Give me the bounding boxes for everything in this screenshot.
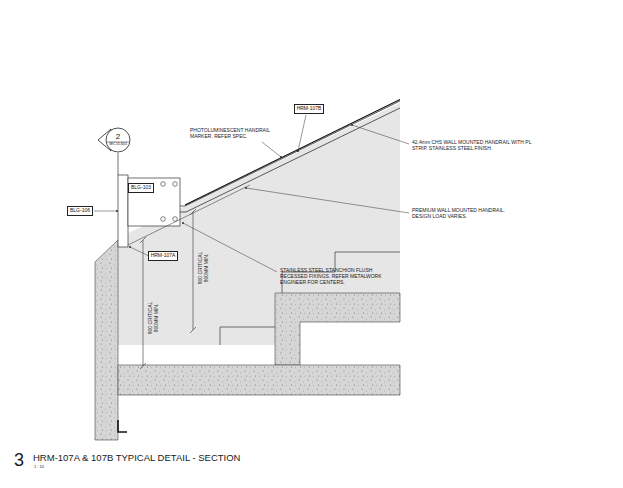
dimension-lines — [140, 209, 196, 369]
tag-code: BLG-103 — [131, 185, 151, 191]
marker-circle — [106, 128, 130, 152]
note-text: STAINLESS STEEL STANCHION FLUSH RECESSED… — [280, 268, 392, 285]
tag-code: BLG-106 — [70, 208, 90, 214]
section-cut-end — [118, 420, 127, 432]
dimension-text: 900MM MIN. — [153, 304, 158, 333]
section-cut-line — [118, 153, 119, 175]
scale-text: 1 : 10 — [34, 465, 44, 470]
section-marker: 2SEC-53-3001 — [105, 127, 131, 153]
stair-steps — [220, 252, 400, 345]
tag-box: HRM-107B — [294, 104, 325, 114]
section-number: 2 — [116, 133, 120, 141]
bolt-holes — [161, 182, 178, 222]
wall-bracket — [118, 175, 128, 247]
concrete-flight — [275, 293, 400, 365]
leader-dots — [116, 124, 353, 248]
tag-code: HRM-107B — [297, 106, 322, 112]
bracket-plate — [128, 178, 180, 226]
note-text: PREMIUM WALL MOUNTED HANDRAIL. DESIGN LO… — [412, 208, 524, 220]
tag-box: HRM-107A — [148, 251, 179, 261]
handrail — [180, 101, 400, 212]
tag-box: BLG-103 — [128, 183, 154, 193]
concrete-slab — [118, 365, 400, 395]
tag-box: BLG-106 — [67, 206, 93, 216]
note-text: PHOTOLUMINESCENT HANDRAIL MARKER. REFER … — [190, 128, 282, 140]
sheet-reference: SEC-53-3001 — [109, 143, 127, 147]
dimension-text: 900MM MIN. — [203, 254, 208, 283]
dimension-text: 900 CRITICAL — [197, 252, 202, 285]
detail-number: 3 — [14, 450, 24, 471]
leader-lines — [94, 115, 409, 272]
tag-code: HRM-107A — [151, 253, 176, 259]
handrail-strip — [185, 100, 400, 206]
concrete-wall — [95, 240, 118, 440]
lower-handrail — [128, 185, 250, 245]
note-text: 42.4mm CHS WALL MOUNTED HANDRAIL WITH PL… — [412, 140, 534, 152]
dimension-text: 900 CRITICAL — [147, 302, 152, 335]
drawing-title: HRM-107A & 107B TYPICAL DETAIL - SECTION — [33, 453, 240, 464]
